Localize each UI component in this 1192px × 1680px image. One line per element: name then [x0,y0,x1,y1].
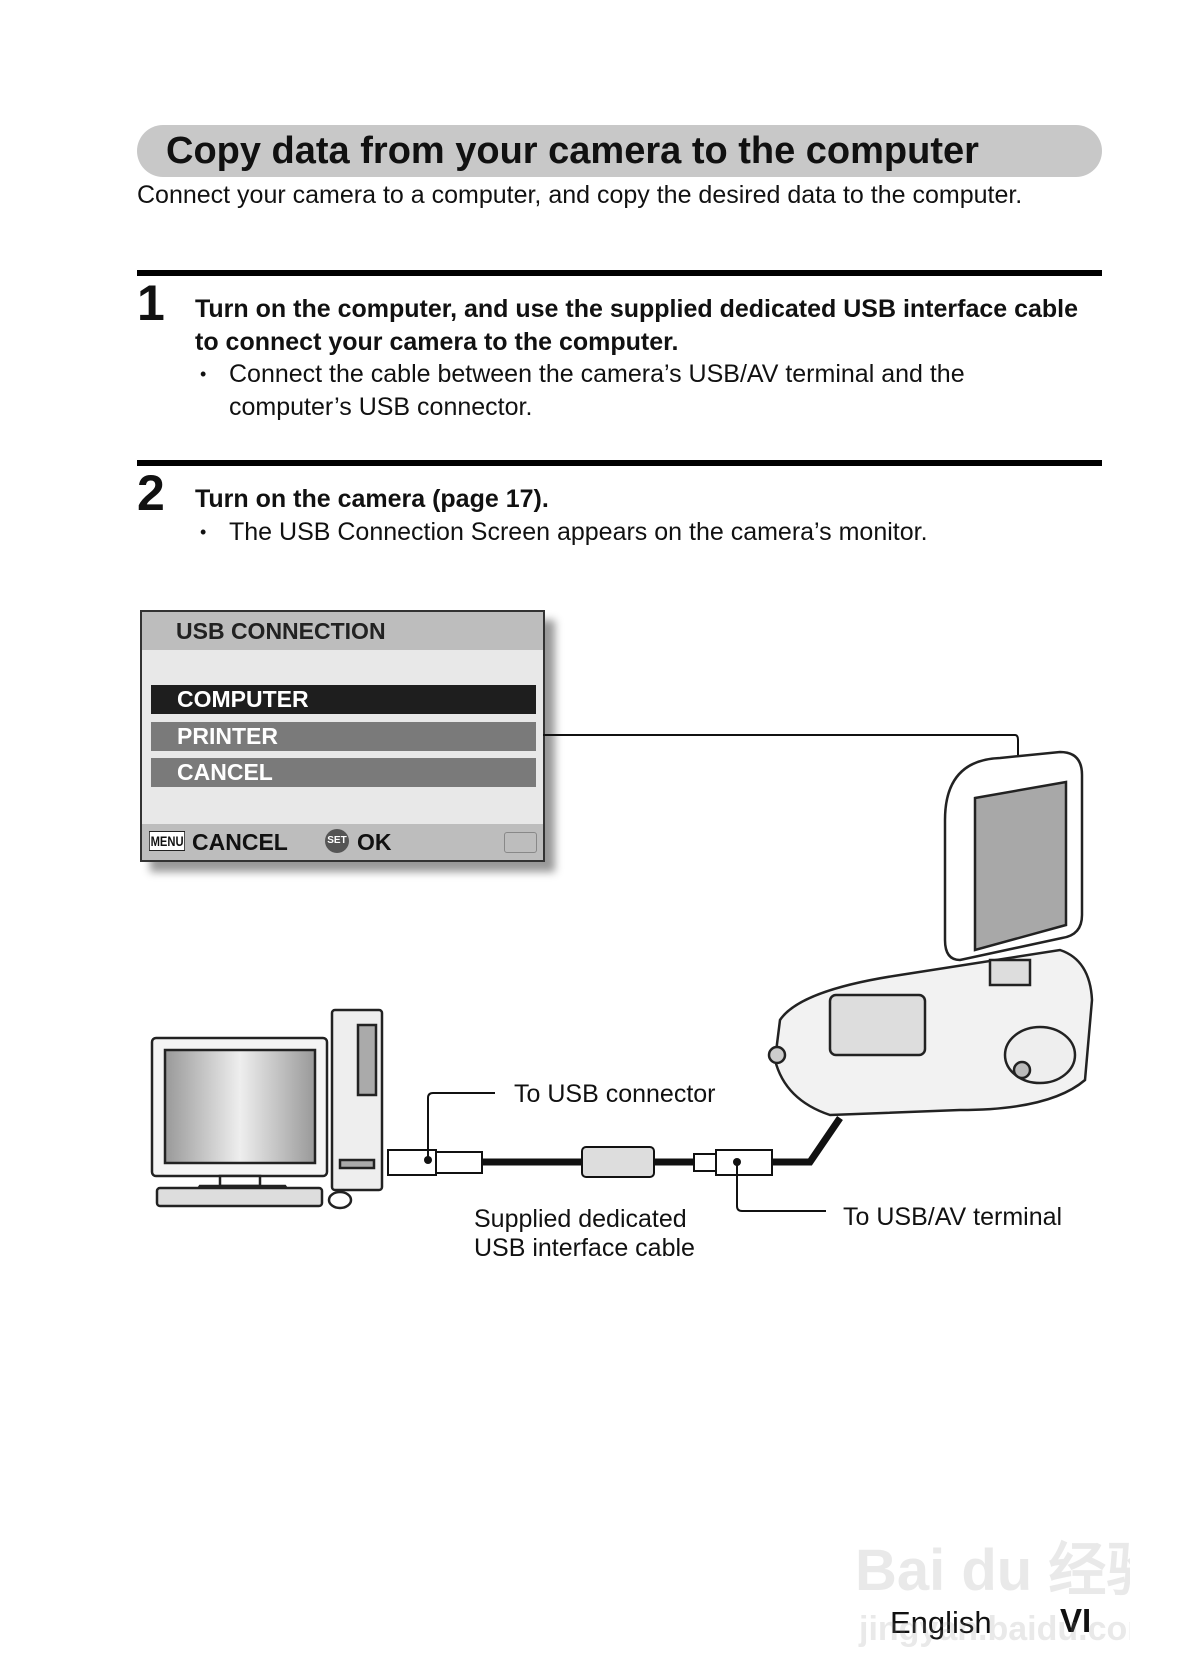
step-2-heading: Turn on the camera (page 17). [195,485,549,513]
step-1-heading: Turn on the computer, and use the suppli… [195,295,1079,356]
bullet-glyph: • [200,522,207,542]
leader-line [543,734,1019,872]
menu-key-icon: MENU [149,831,186,851]
bullet-text: The USB Connection Screen appears on the… [229,518,928,546]
usb-cable [387,1146,782,1178]
option-label: COMPUTER [177,686,309,712]
step-1-divider [137,270,1102,276]
usb-screen-title: USB CONNECTION [176,618,386,644]
label-lines [427,1092,826,1212]
footer-ok-label: OK [357,829,392,855]
page-title: Copy data from your camera to the comput… [166,130,979,172]
battery-icon [504,832,537,853]
option-label: PRINTER [177,723,278,749]
step-2-bullet: • The USB Connection Screen appears on th… [200,516,1080,549]
bullet-glyph: • [200,364,207,384]
label-av-terminal: To USB/AV terminal [843,1203,1063,1231]
step-1-bullet: • Connect the cable between the camera’s … [200,358,1080,424]
option-label: CANCEL [177,759,273,785]
usb-screen-footer: MENU CANCEL SET OK [142,824,543,860]
title-banner [137,125,1102,177]
footer-language: English [890,1605,992,1640]
option-computer[interactable]: COMPUTER [151,685,536,714]
step-1-number: 1 [137,275,165,331]
step-2-divider [137,460,1102,466]
usb-plug-into-camera [780,1116,843,1166]
label-cable-line2: USB interface cable [474,1234,695,1262]
option-printer[interactable]: PRINTER [151,722,536,751]
set-key-icon: SET [325,829,349,853]
footer-cancel-label: CANCEL [192,829,288,855]
computer-illustration [150,1008,384,1210]
page-number: VI [1060,1602,1092,1639]
usb-screen-header: USB CONNECTION [142,612,543,650]
label-cable-line1: Supplied dedicated [474,1205,687,1233]
label-usb-connector: To USB connector [514,1080,716,1108]
camera-illustration [767,750,1094,1117]
option-cancel[interactable]: CANCEL [151,758,536,787]
step-2-number: 2 [137,465,165,521]
intro-text: Connect your camera to a computer, and c… [137,181,1023,209]
bullet-text: Connect the cable between the camera’s U… [229,360,965,421]
